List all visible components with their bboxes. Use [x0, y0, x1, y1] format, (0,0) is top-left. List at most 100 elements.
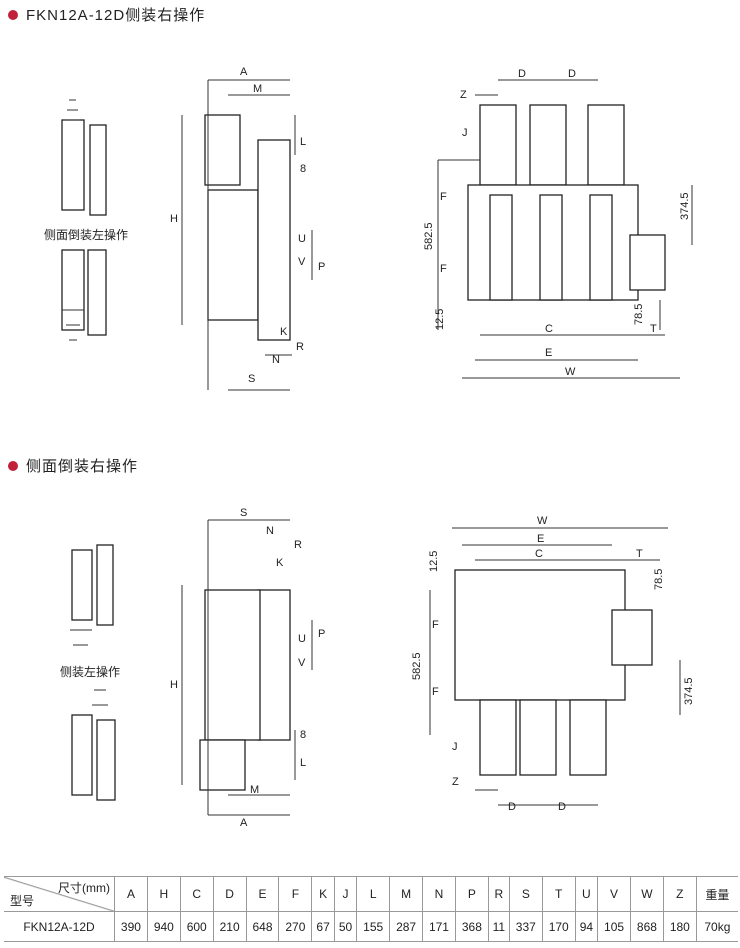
- bullet-icon: [8, 460, 18, 471]
- dimension-label: D: [558, 801, 566, 813]
- dimension-label: U: [298, 633, 306, 645]
- value-cell: 171: [422, 911, 456, 942]
- caption-2: 侧装左操作: [60, 665, 121, 679]
- dimension-label: J: [462, 127, 468, 139]
- dimension-label: D: [568, 68, 576, 80]
- thumbnail-drawing: [70, 544, 116, 801]
- column-header: E: [245, 876, 279, 912]
- dimension-label: S: [248, 373, 255, 385]
- column-header: D: [212, 876, 247, 912]
- value-cell: 50: [333, 911, 357, 942]
- dimension-label: C: [535, 548, 543, 560]
- column-header: M: [389, 876, 423, 912]
- column-header: P: [454, 876, 489, 912]
- value-cell: 337: [508, 911, 543, 942]
- dimension-label: 78.5: [633, 304, 645, 325]
- dimension-label: T: [650, 323, 657, 335]
- dimension-label: M: [250, 784, 259, 796]
- value-cell: 67: [311, 911, 335, 942]
- dimension-label: F: [432, 686, 439, 698]
- dimension-label: U: [298, 233, 306, 245]
- dimension-label: R: [294, 539, 302, 551]
- value-cell: 868: [630, 911, 664, 942]
- dimension-label: M: [253, 83, 262, 95]
- dimension-label: S: [240, 507, 247, 519]
- dimension-label: T: [636, 548, 643, 560]
- dimension-label: N: [272, 354, 280, 366]
- value-cell: 180: [662, 911, 697, 942]
- column-header: W: [630, 876, 664, 912]
- column-header: R: [487, 876, 510, 912]
- dimension-label: A: [240, 66, 248, 78]
- dimension-label: W: [537, 515, 548, 527]
- column-header: A: [114, 876, 148, 912]
- column-header: C: [179, 876, 214, 912]
- dimension-label: Z: [452, 776, 459, 788]
- value-cell: 210: [212, 911, 247, 942]
- dimension-label: N: [266, 525, 274, 537]
- dimension-label: H: [170, 213, 178, 225]
- dimension-label: 374.5: [679, 192, 691, 220]
- dimension-label: 8: [300, 163, 306, 175]
- dimension-label: E: [537, 533, 544, 545]
- dimension-label: D: [518, 68, 526, 80]
- corner-header: 尺寸(mm)型号: [4, 877, 115, 912]
- value-cell: 648: [245, 911, 279, 942]
- dimension-label: F: [440, 263, 447, 275]
- dimension-label: L: [300, 757, 306, 769]
- dimension-label: 12.5: [434, 309, 446, 330]
- dimension-label: F: [440, 191, 447, 203]
- dimension-label: V: [298, 657, 306, 669]
- dimension-label: C: [545, 323, 553, 335]
- dimension-label: K: [276, 557, 284, 569]
- dimension-label: D: [508, 801, 516, 813]
- section-title-1: FKN12A-12D侧装右操作: [8, 4, 205, 25]
- dimension-label: Z: [460, 89, 467, 101]
- value-cell: 11: [487, 911, 510, 942]
- column-header: Z: [662, 876, 697, 912]
- thumbnail-drawing: [61, 99, 107, 341]
- dimension-label: P: [318, 628, 325, 640]
- dimension-label: K: [280, 326, 288, 338]
- value-cell: 368: [454, 911, 489, 942]
- dimension-label: P: [318, 261, 325, 273]
- dimension-label: 8: [300, 729, 306, 741]
- dimension-label: W: [565, 366, 576, 378]
- column-header: J: [333, 876, 357, 912]
- column-header: V: [597, 876, 631, 912]
- dimension-label: L: [300, 136, 306, 148]
- dimension-label: E: [545, 347, 552, 359]
- bullet-icon: [8, 9, 18, 20]
- dimension-label: H: [170, 679, 178, 691]
- column-header: F: [278, 876, 312, 912]
- side-view-drawing: S N RK UV P H 8L M A: [170, 507, 325, 829]
- value-cell: 155: [356, 911, 390, 942]
- dimension-label: R: [296, 341, 304, 353]
- column-header: L: [356, 876, 390, 912]
- value-cell: 94: [574, 911, 598, 942]
- column-header: N: [422, 876, 456, 912]
- dimension-label: A: [240, 817, 248, 829]
- value-cell: 105: [597, 911, 631, 942]
- value-cell: 287: [389, 911, 423, 942]
- column-header: K: [311, 876, 335, 912]
- value-cell: 70kg: [695, 911, 738, 942]
- model-cell: FKN12A-12D: [23, 919, 95, 934]
- value-cell: 270: [278, 911, 312, 942]
- dimension-label: 12.5: [428, 551, 440, 572]
- value-cell: 390: [114, 911, 148, 942]
- column-header: S: [508, 876, 543, 912]
- column-header: U: [574, 876, 598, 912]
- value-cell: 170: [541, 911, 576, 942]
- dimension-label: F: [432, 619, 439, 631]
- caption-1: 侧面倒装左操作: [44, 228, 129, 242]
- dimension-label: 374.5: [683, 677, 695, 705]
- column-header: 重量: [695, 876, 738, 912]
- value-cell: 940: [146, 911, 181, 942]
- section-title-2: 侧面倒装右操作: [8, 455, 138, 476]
